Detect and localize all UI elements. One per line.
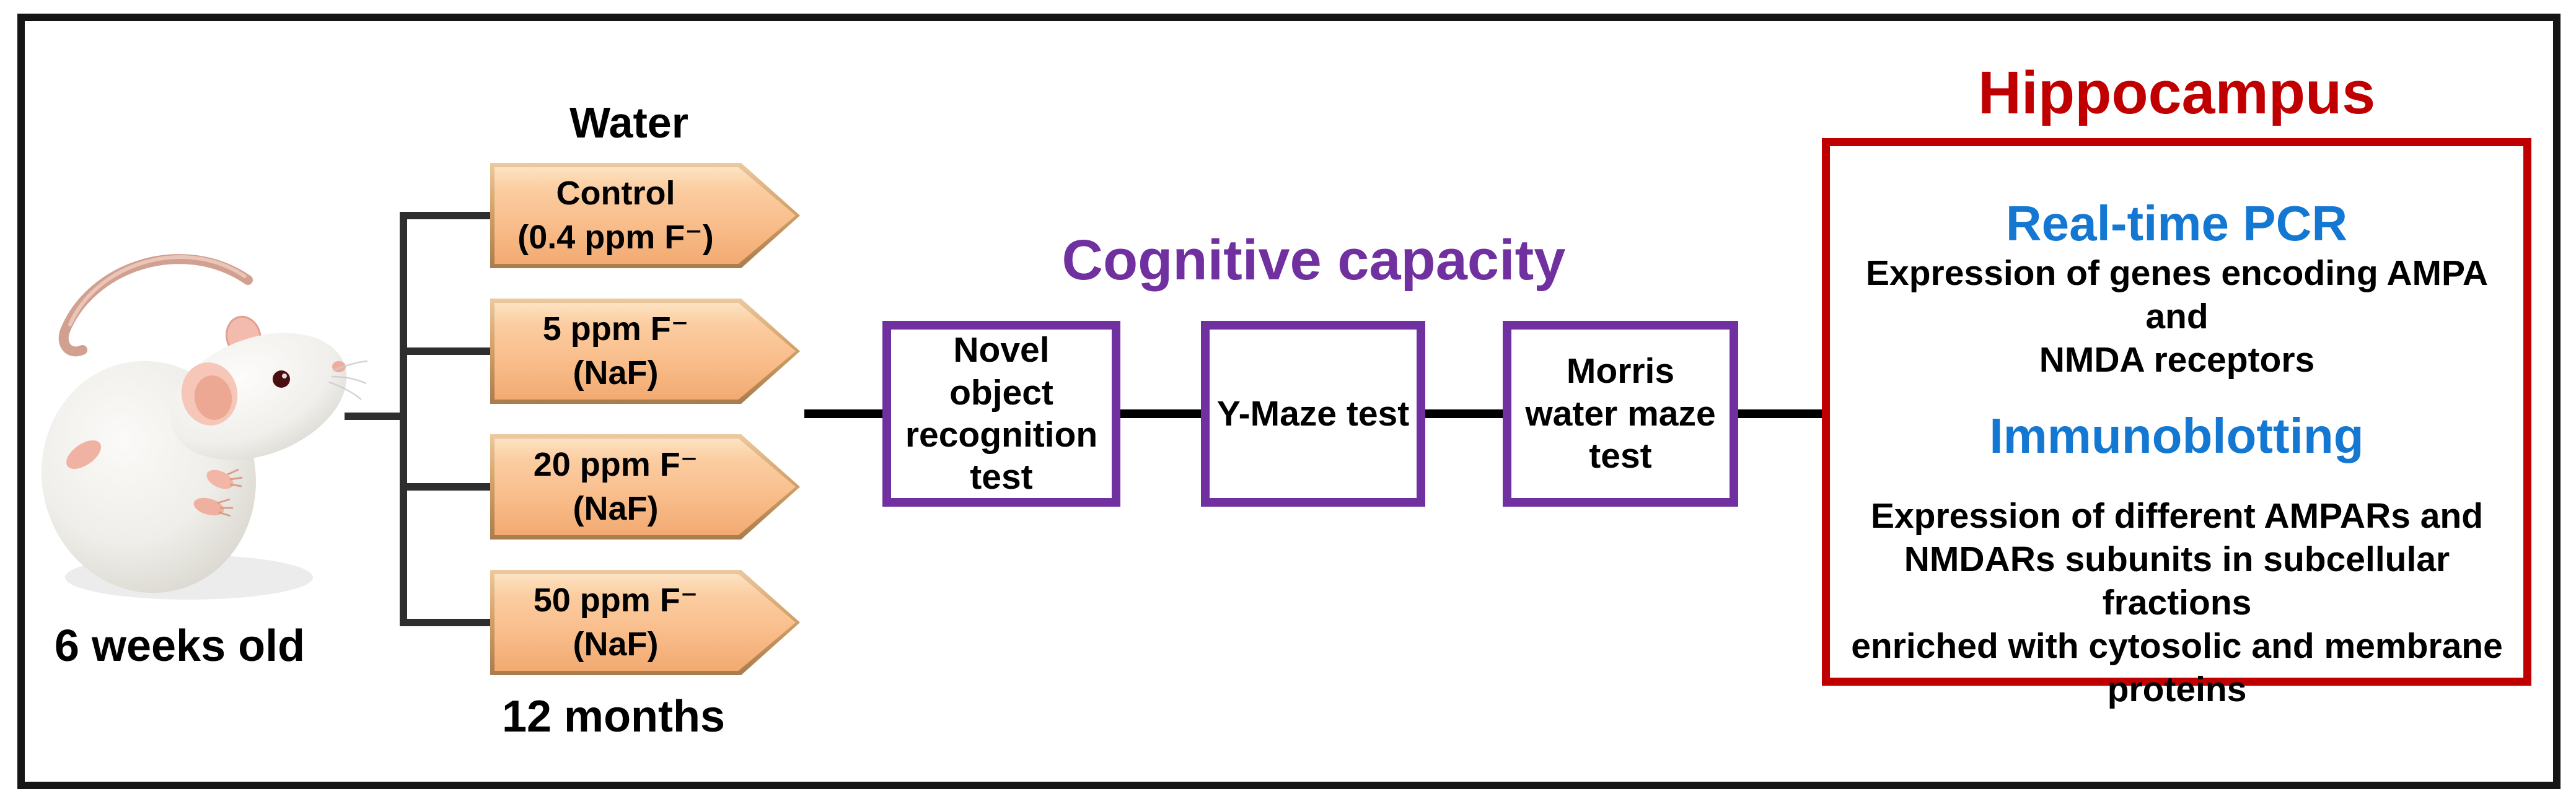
- test-box-morris-water-maze: Morris water maze test: [1503, 321, 1738, 507]
- rat-tail-highlight: [68, 255, 247, 326]
- test-box-novel-object-recognition: Novel object recognition test: [882, 321, 1120, 507]
- rat-eye-icon: [273, 370, 290, 388]
- group-label: 20 ppm F⁻ (NaF): [533, 445, 698, 527]
- age-label: 6 weeks old: [54, 621, 306, 671]
- immunoblotting-body: Expression of different AMPARs and NMDAR…: [1851, 496, 2503, 709]
- hippocampus-box: [1822, 138, 2531, 686]
- test-box-y-maze: Y-Maze test: [1201, 321, 1425, 507]
- rat-front-paw-2: [193, 497, 224, 516]
- figure-border: [17, 14, 2561, 789]
- rat-tail: [58, 254, 253, 357]
- rat-front-paw-1: [206, 470, 234, 489]
- connector-nor-to-ymaze: [1120, 409, 1202, 418]
- hippocampus-title: Hippocampus: [1977, 59, 2376, 126]
- connector-groups-to-nor: [804, 409, 884, 418]
- group-label: 50 ppm F⁻ (NaF): [533, 581, 698, 663]
- cognitive-capacity-title: Cognitive capacity: [1062, 229, 1566, 292]
- rat-toes: [217, 468, 243, 517]
- test-label: Y-Maze test: [1216, 393, 1410, 434]
- branch-vertical-line: [400, 212, 407, 626]
- test-label: Morris water maze test: [1525, 351, 1716, 476]
- group-arrow-control: Control (0.4 ppm F⁻): [490, 163, 800, 268]
- group-label: Control (0.4 ppm F⁻): [517, 174, 714, 256]
- group-arrow-5ppm: 5 ppm F⁻ (NaF): [490, 299, 800, 404]
- rat-ear-inner: [194, 375, 232, 420]
- immunoblotting-heading: Immunoblotting: [1989, 408, 2364, 463]
- branch-stub-4: [403, 619, 493, 626]
- group-label: 5 ppm F⁻ (NaF): [542, 310, 689, 391]
- branch-stub-3: [403, 483, 493, 491]
- branch-stub-2: [403, 347, 493, 355]
- realtime-pcr-body: Expression of genes encoding AMPA and NM…: [1866, 253, 2488, 380]
- connector-morris-to-hippocampus: [1738, 409, 1823, 418]
- rat-whiskers: [328, 360, 368, 400]
- rat-icon: [42, 254, 368, 600]
- rat-hind-foot: [66, 440, 101, 470]
- connector-ymaze-to-morris: [1425, 409, 1504, 418]
- duration-label: 12 months: [501, 692, 726, 741]
- group-arrow-50ppm: 50 ppm F⁻ (NaF): [490, 570, 800, 675]
- branch-stub-1: [403, 212, 493, 219]
- test-label: Novel object recognition test: [905, 330, 1098, 497]
- rat-eye-glint: [282, 374, 287, 378]
- group-arrow-20ppm: 20 ppm F⁻ (NaF): [490, 434, 800, 540]
- water-header: Water: [569, 98, 688, 147]
- realtime-pcr-heading: Real-time PCR: [2005, 196, 2348, 251]
- rat-branch-line: [345, 413, 403, 420]
